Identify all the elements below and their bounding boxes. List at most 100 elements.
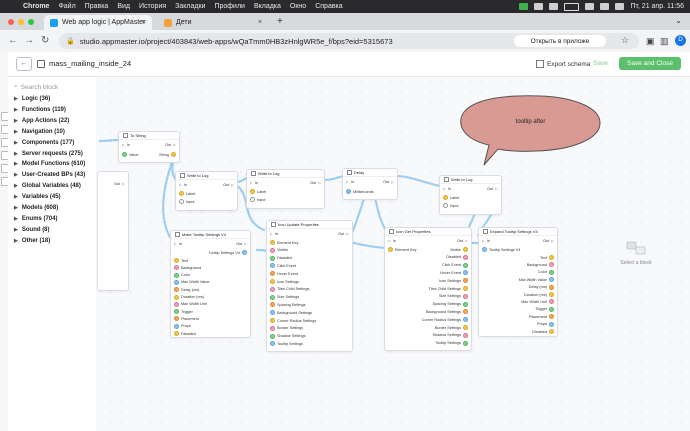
menu-item[interactable]: История [139, 3, 167, 10]
pin[interactable] [549, 314, 554, 320]
node-expand-tooltip-settings[interactable]: Expand Tooltip Settings V4 ▷In Out▷ Tool… [478, 227, 558, 337]
pin[interactable] [549, 299, 554, 305]
control-center-icon[interactable] [615, 3, 625, 10]
tab-close-icon[interactable]: × [257, 19, 262, 26]
extension-icon[interactable]: ▣ [646, 36, 655, 46]
menu-item[interactable]: Закладки [175, 3, 206, 10]
sidebar-category[interactable]: ▶User-Created BPs (43) [14, 172, 85, 178]
sidebar-category[interactable]: ▶Server requests (275) [14, 151, 83, 157]
pin[interactable] [122, 152, 127, 157]
maximize-window-icon[interactable] [28, 19, 34, 25]
partial-node[interactable]: Out▷ [97, 171, 129, 291]
sidebar-category[interactable]: ▶App Actions (22) [14, 118, 69, 124]
search-block-placeholder[interactable]: Search block [20, 83, 59, 91]
pin[interactable] [250, 197, 255, 202]
pin[interactable] [174, 272, 179, 278]
pin[interactable] [549, 255, 554, 260]
forward-arrow-icon[interactable]: → [24, 35, 34, 46]
close-window-icon[interactable] [8, 19, 14, 25]
address-bar[interactable]: 🔒 studio.appmaster.io/project/403843/web… [59, 33, 639, 49]
menu-clock[interactable]: Пт, 21 апр. 11:56 [630, 3, 684, 10]
lock-icon[interactable]: 🔒 [66, 38, 75, 45]
pin[interactable] [549, 292, 554, 297]
pin[interactable] [174, 316, 179, 322]
pin[interactable] [250, 189, 255, 194]
pin[interactable] [463, 247, 468, 252]
node-make-tooltip-settings[interactable]: Make Tooltip Settings V4 ▷In Out▷ Toolti… [170, 230, 251, 338]
sidebar-category[interactable]: ▶Other (18) [14, 238, 50, 244]
pin[interactable] [463, 340, 468, 346]
pin[interactable] [270, 240, 275, 245]
pin[interactable] [463, 278, 468, 284]
pin[interactable] [174, 265, 179, 271]
pin[interactable] [174, 323, 179, 329]
pin[interactable] [463, 286, 468, 291]
pin[interactable] [388, 247, 393, 252]
menu-item[interactable]: Вид [117, 3, 130, 10]
open-in-app-button[interactable]: Открыть в приложе [514, 35, 606, 47]
pin[interactable] [270, 302, 275, 308]
pin[interactable] [463, 309, 468, 315]
pin[interactable] [463, 254, 468, 260]
pin[interactable] [443, 203, 448, 208]
pin[interactable] [174, 279, 179, 285]
browser-tab-active[interactable]: Web app logic | AppMaster × [44, 15, 152, 30]
sidebar-category[interactable]: ▶Sound (8) [14, 227, 50, 233]
pin[interactable] [463, 262, 468, 268]
pin[interactable] [174, 287, 179, 293]
pin[interactable] [270, 271, 275, 277]
pin[interactable] [270, 318, 275, 323]
url-text[interactable]: studio.appmaster.io/project/403843/web-a… [79, 36, 393, 46]
status-app-icon[interactable] [549, 3, 559, 10]
status-app-icon[interactable] [534, 3, 544, 10]
pin[interactable] [270, 341, 275, 347]
menu-item[interactable]: Правка [84, 3, 109, 10]
pin[interactable] [463, 325, 468, 330]
back-button[interactable]: ← [16, 57, 32, 71]
sidebar-category[interactable]: ▶Variables (45) [14, 194, 61, 200]
pin[interactable] [443, 195, 448, 200]
pin[interactable] [174, 301, 179, 307]
menu-item[interactable]: Профили [214, 3, 245, 10]
profile-avatar[interactable]: D [675, 35, 686, 46]
save-and-close-button[interactable]: Save and Close [619, 57, 681, 70]
export-schema-button[interactable]: Export schema [536, 60, 590, 68]
pin[interactable] [463, 332, 468, 338]
battery-icon[interactable] [564, 2, 580, 11]
search-block[interactable]: ⌕ Search block [14, 83, 58, 91]
node-write-to-log[interactable]: Write to Log ▷In Out▷ Label Input [246, 169, 325, 209]
new-tab-button[interactable]: + [277, 16, 283, 27]
node-write-to-log[interactable]: Write to Log ▷In Out▷ Label Input [439, 175, 502, 215]
pin[interactable] [549, 262, 554, 268]
back-arrow-icon[interactable]: ← [8, 35, 18, 46]
pin[interactable] [549, 284, 554, 290]
status-app-icon[interactable] [519, 3, 529, 10]
sidebar-category[interactable]: ▶Enums (704) [14, 216, 58, 222]
menu-item[interactable]: Вкладка [253, 3, 281, 10]
pin[interactable] [179, 199, 184, 204]
pin[interactable] [482, 247, 487, 252]
menu-app-name[interactable]: Chrome [23, 3, 50, 10]
pin[interactable] [549, 329, 554, 334]
pin[interactable] [270, 333, 275, 339]
node-icon-get-properties[interactable]: Icon Get Properties ▷In Out▷ Element Key… [384, 227, 472, 351]
pin[interactable] [463, 293, 468, 299]
pin[interactable] [549, 277, 554, 283]
pin[interactable] [549, 321, 554, 327]
sidepanel-icon[interactable]: ▥ [660, 36, 669, 46]
pin[interactable] [270, 279, 275, 284]
pin[interactable] [549, 269, 554, 275]
pin[interactable] [270, 325, 275, 331]
pin[interactable] [179, 191, 184, 196]
pin[interactable] [174, 309, 179, 315]
pin[interactable] [242, 250, 247, 255]
sidebar-category[interactable]: ▶Model Functions (610) [14, 161, 85, 167]
sidebar-category[interactable]: ▶Models (608) [14, 205, 58, 211]
search-icon[interactable] [600, 3, 610, 10]
pin[interactable] [270, 286, 275, 292]
node-to-string[interactable]: To String ▷In Out▷ Value String [118, 131, 180, 163]
minimize-window-icon[interactable] [18, 19, 24, 25]
node-write-to-log[interactable]: Write to Log ▷In Out▷ Label Input [175, 171, 238, 211]
pin[interactable] [174, 331, 179, 336]
pin[interactable] [174, 258, 179, 263]
